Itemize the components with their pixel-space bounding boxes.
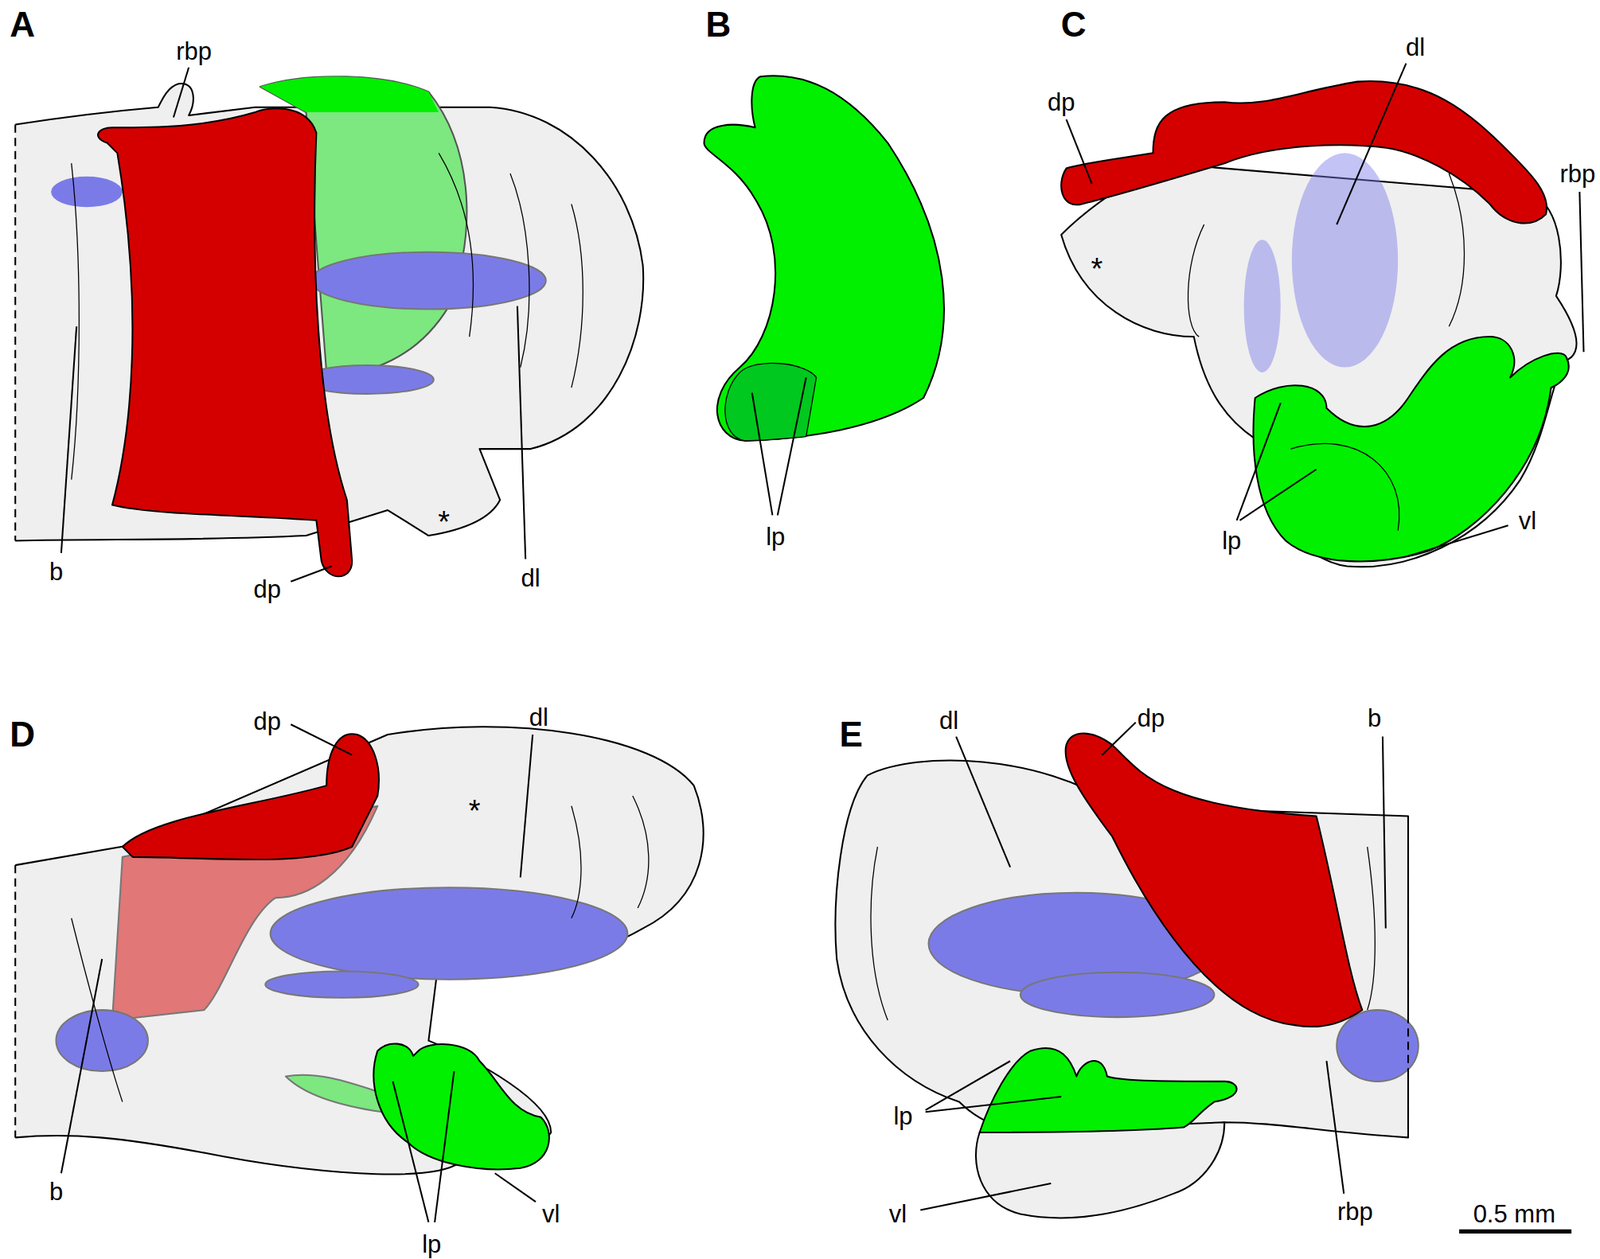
- marker-symbol: *: [468, 796, 481, 827]
- part-label: lp: [421, 1231, 441, 1257]
- part-label: lp: [893, 1104, 913, 1129]
- part-label: dl: [939, 708, 959, 734]
- panel-letter: B: [706, 7, 732, 43]
- part-label: dl: [529, 705, 549, 730]
- part-label: dp: [1047, 89, 1075, 115]
- panel-letter: C: [1061, 7, 1087, 43]
- panel-letter: D: [9, 717, 36, 753]
- part-label: b: [49, 558, 63, 584]
- panel-letter: E: [839, 717, 863, 753]
- scale-label: 0.5 mm: [1473, 1201, 1556, 1227]
- part-label: dl: [1405, 34, 1425, 59]
- part-label: dp: [253, 709, 281, 734]
- panel-letter: A: [9, 7, 36, 43]
- part-label: rbp: [1337, 1198, 1374, 1224]
- part-label: b: [49, 1179, 63, 1205]
- part-label: dp: [1137, 706, 1165, 731]
- part-label: vl: [1518, 507, 1537, 533]
- part-label: dp: [253, 576, 281, 601]
- part-label: vl: [542, 1201, 560, 1227]
- marker-symbol: *: [437, 507, 450, 538]
- part-label: rbp: [1559, 160, 1596, 186]
- part-label: b: [1367, 706, 1382, 731]
- part-label: dl: [521, 565, 541, 590]
- part-label: rbp: [175, 39, 212, 64]
- marker-symbol: *: [1091, 253, 1104, 285]
- part-label: vl: [889, 1201, 907, 1227]
- part-label: lp: [1221, 528, 1241, 554]
- part-label: lp: [765, 524, 785, 550]
